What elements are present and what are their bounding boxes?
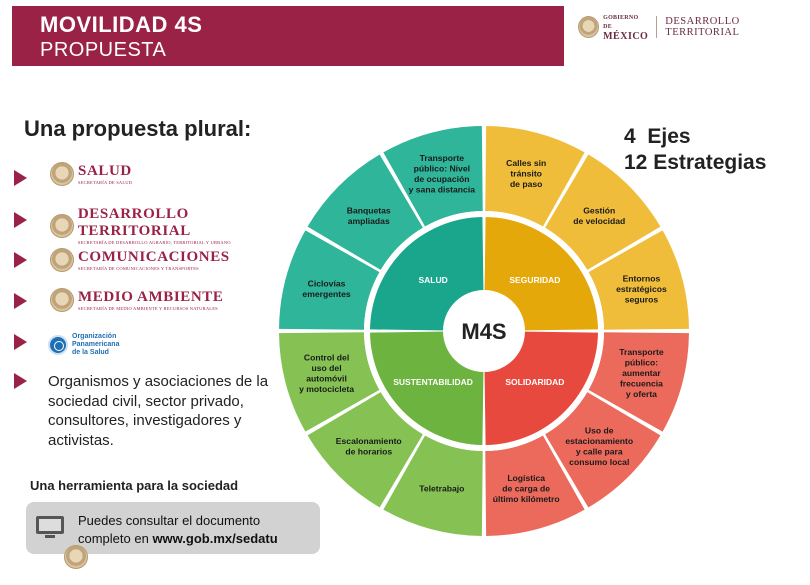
gov-logo-department: DESARROLLO TERRITORIAL: [665, 16, 740, 38]
strategies-count: 12 Estrategias: [624, 151, 767, 174]
government-logo: GOBIERNO DE MÉXICO DESARROLLO TERRITORIA…: [578, 14, 810, 42]
bullet-arrow-icon: [14, 252, 27, 268]
institution-subtitle: SECRETARÍA DE COMUNICACIONES Y TRANSPORT…: [78, 266, 199, 271]
institution-name: DESARROLLO TERRITORIAL: [77, 206, 191, 239]
bullet-arrow-icon: [14, 373, 27, 389]
mexico-seal-icon: [64, 545, 88, 569]
strategy-segment: [383, 435, 483, 536]
institution-comunicaciones: COMUNICACIONES SECRETARÍA DE COMUNICACIO…: [50, 248, 230, 272]
institution-medio-ambiente: MEDIO AMBIENTE SECRETARÍA DE MEDIO AMBIE…: [50, 288, 224, 312]
mexico-seal-icon: [50, 162, 74, 186]
wheel-center: [443, 290, 525, 372]
caption-line1: Puedes consultar el documento: [78, 513, 261, 528]
slide-subtitle: PROPUESTA: [40, 39, 167, 61]
strategy-segment: [545, 392, 661, 508]
ops-globe-icon: [48, 335, 68, 355]
axis-label: SEGURIDAD: [509, 275, 560, 285]
institution-subtitle: SECRETARÍA DE SALUD: [78, 180, 133, 185]
gov-logo-big-text: MÉXICO: [603, 30, 649, 42]
ops-logo: Organización Panamericana de la Salud: [48, 333, 119, 357]
gov-logo-divider: [656, 16, 658, 38]
strategy-segment: [279, 332, 380, 432]
ops-logo-line3: de la Salud: [72, 349, 109, 356]
axes-summary: 4 Ejes 12 Estrategias: [624, 124, 766, 176]
bullet-arrow-icon: [14, 334, 27, 350]
mexico-seal-icon: [578, 16, 600, 38]
strategy-segment: [588, 332, 689, 432]
strategy-segment: [307, 154, 423, 270]
ops-logo-line1: Organización: [72, 333, 117, 340]
section-title: Una propuesta plural:: [24, 116, 252, 141]
strategy-segment: [588, 230, 689, 330]
strategy-segment: [307, 392, 423, 508]
strategy-segment: [485, 126, 585, 227]
institution-name: SALUD: [78, 163, 132, 179]
bullet-arrow-icon: [14, 293, 27, 309]
strategy-label: Teletrabajo: [419, 483, 464, 493]
wheel-center-label: M4S: [461, 319, 506, 344]
axes-count: 4 Ejes: [624, 125, 691, 148]
mexico-seal-icon: [50, 288, 74, 312]
strategy-segment: [279, 230, 380, 330]
sedatu-link[interactable]: www.gob.mx/sedatu: [152, 531, 278, 546]
axis-label: SOLIDARIDAD: [505, 377, 564, 387]
civil-society-text: Organismos y asociaciones de la sociedad…: [48, 373, 269, 449]
bullet-arrow-icon: [14, 170, 27, 186]
caption-overlay: Puedes consultar el documento completo e…: [26, 502, 320, 554]
institution-desarrollo-territorial: DESARROLLO TERRITORIAL SECRETARÍA DE DES…: [50, 206, 304, 245]
strategy-segment: [383, 126, 483, 227]
mexico-seal-icon: [50, 213, 74, 238]
mexico-seal-icon: [50, 248, 74, 272]
document-computer-icon: [36, 516, 64, 538]
strategy-segment: [485, 435, 585, 536]
gov-logo-small-text: GOBIERNO DE: [603, 14, 639, 30]
institution-name: COMUNICACIONES: [78, 249, 230, 265]
institution-subtitle: SECRETARÍA DE MEDIO AMBIENTE Y RECURSOS …: [78, 306, 218, 311]
slide-title: MOVILIDAD 4S: [40, 12, 203, 37]
title-banner: MOVILIDAD 4S PROPUESTA: [12, 6, 564, 66]
bullet-arrow-icon: [14, 212, 27, 228]
axis-label: SUSTENTABILIDAD: [393, 377, 473, 387]
axis-label: SALUD: [418, 275, 447, 285]
tool-title: Una herramienta para la sociedad: [30, 478, 239, 493]
institution-salud: SALUD SECRETARÍA DE SALUD: [50, 162, 132, 186]
institution-name: MEDIO AMBIENTE: [78, 289, 224, 305]
ops-logo-line2: Panamericana: [72, 341, 120, 348]
institution-subtitle: SECRETARÍA DE DESARROLLO AGRARIO, TERRIT…: [77, 240, 231, 245]
strategy-segment: [545, 154, 661, 270]
caption-line2-prefix: completo en: [78, 531, 153, 546]
